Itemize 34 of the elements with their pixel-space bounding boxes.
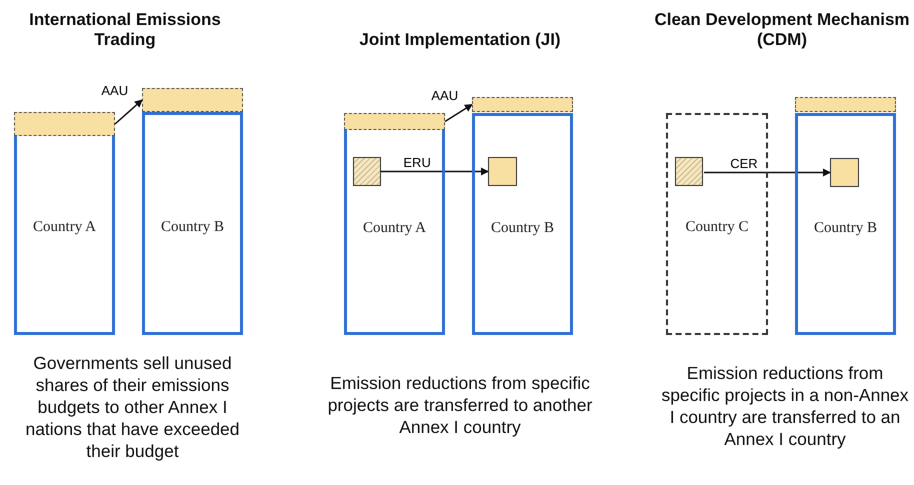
- country-label: Country B: [161, 219, 224, 235]
- description-text: Emission reductions from specific projects are transferred to another Annex I country: [326, 372, 594, 438]
- country-label: Country A: [363, 220, 426, 236]
- edge-label: CER: [729, 156, 759, 170]
- edge-label: ERU: [402, 156, 432, 170]
- project-square: [353, 157, 381, 186]
- country-label: Country C: [686, 219, 748, 235]
- arrow: [381, 168, 489, 176]
- country-box: [795, 113, 896, 335]
- arrow: [114, 99, 143, 125]
- panel-title: International Emissions Trading: [28, 10, 222, 50]
- description-text: Governments sell unused shares of their emissions budgets to other Annex I nations that have exceeded their budget: [24, 352, 241, 462]
- edge-label: AAU: [100, 84, 130, 98]
- country-box: [344, 113, 445, 335]
- description-text: Emission reductions from specific projects in a non-Annex I country are transferred to an Annex I country: [660, 362, 910, 450]
- country-label: Country B: [491, 220, 554, 236]
- country-box: [142, 112, 243, 335]
- arrow: [704, 168, 831, 176]
- allowance-bar: [472, 97, 573, 112]
- project-square: [675, 157, 703, 186]
- allowance-bar: [344, 113, 445, 130]
- credit-square: [488, 157, 517, 186]
- allowance-bar: [14, 112, 115, 136]
- country-label: Country A: [33, 219, 96, 235]
- credit-square: [830, 158, 859, 187]
- panel-title: Joint Implementation (JI): [358, 30, 562, 50]
- country-box: [14, 112, 115, 335]
- country-label: Country B: [814, 220, 877, 236]
- edge-label: AAU: [430, 88, 460, 102]
- country-box: [472, 113, 573, 335]
- arrow: [444, 104, 473, 122]
- allowance-bar: [795, 97, 896, 112]
- allowance-bar: [142, 88, 243, 112]
- panel-title: Clean Development Mechanism (CDM): [653, 10, 911, 50]
